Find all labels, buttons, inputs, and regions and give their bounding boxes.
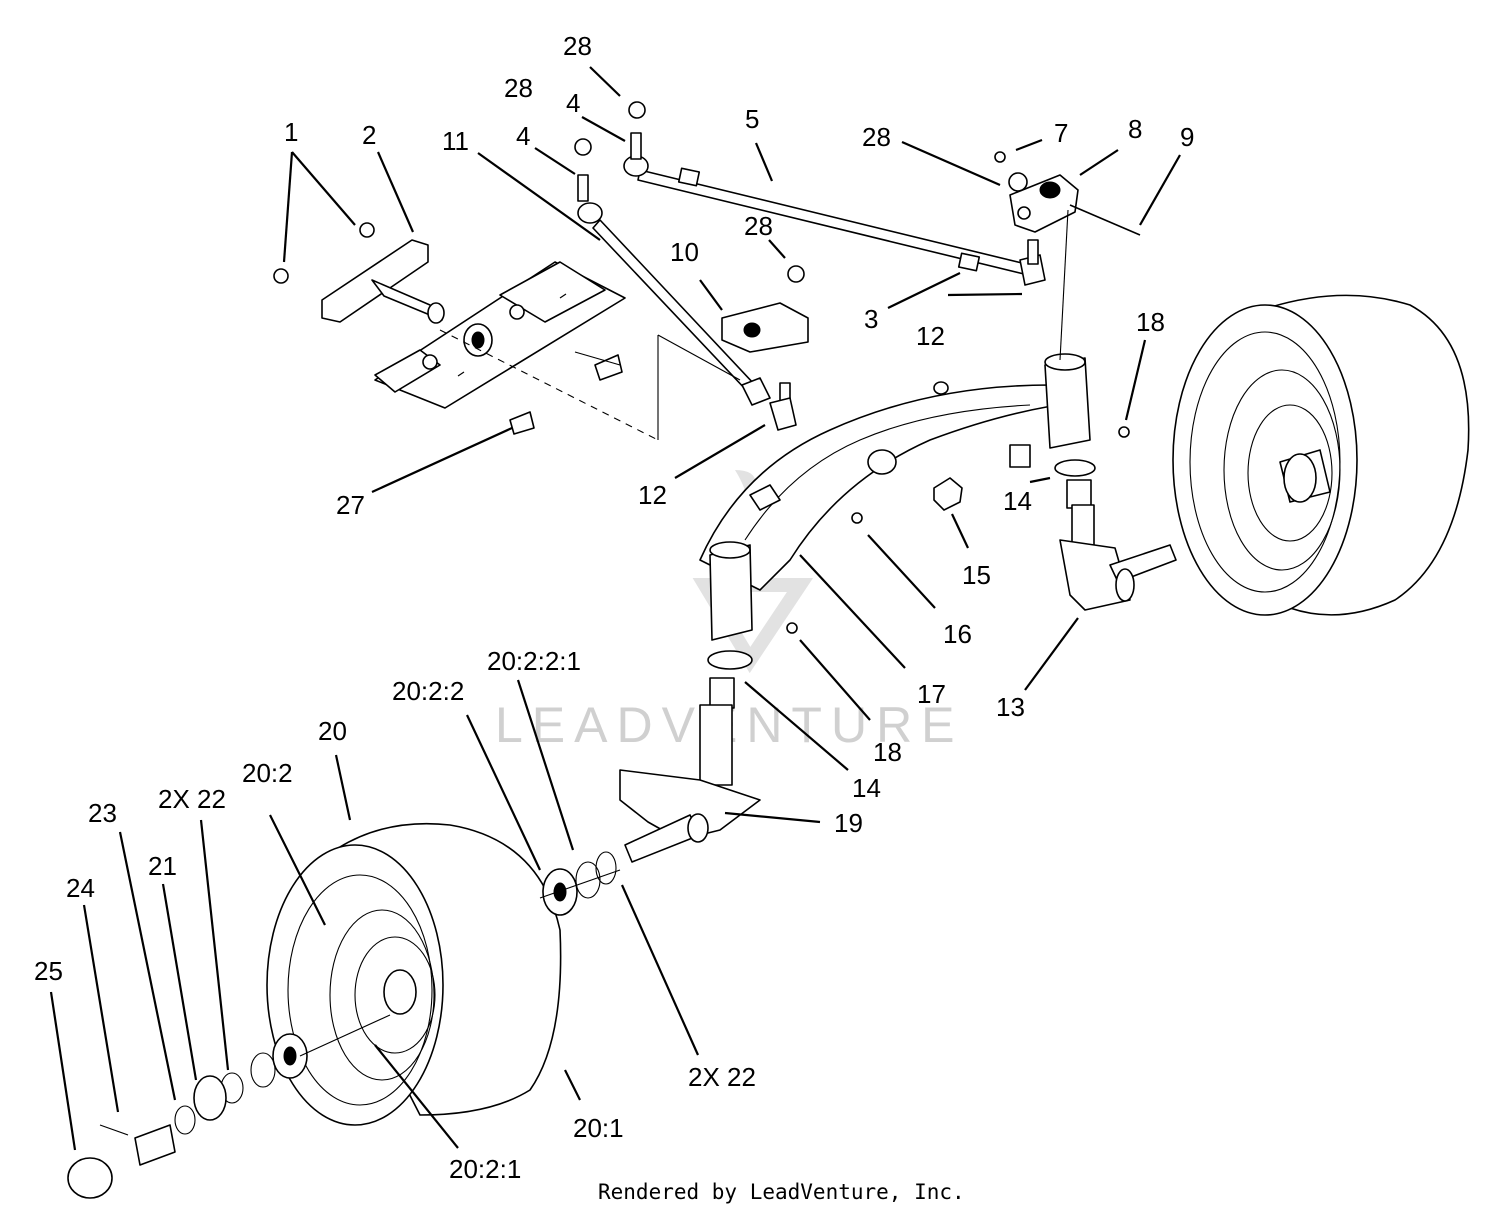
right-wheel [1172,294,1470,616]
callout-28d: 28 [862,122,891,152]
callout-21: 21 [148,851,177,881]
left-wheel [266,822,562,1126]
callout-28c: 28 [744,211,773,241]
callout-2: 2 [362,120,376,150]
callout-25: 25 [34,956,63,986]
callout-5: 5 [745,104,759,134]
steering-arm [721,302,809,353]
callout-27: 27 [336,490,365,520]
callout-11: 11 [442,126,469,156]
callout-19: 19 [834,808,863,838]
callout-17: 17 [917,679,946,709]
right-spindle [1044,353,1177,611]
callout-4a: 4 [516,121,530,151]
callout-20-2-2: 20:2:2 [392,676,464,706]
callout-16: 16 [943,619,972,649]
spindle-bearing-stack [542,851,617,916]
callout-28b: 28 [504,73,533,103]
tie-rods [577,132,1046,431]
callout-20-2-2-1: 20:2:2:1 [487,646,581,676]
callout-4b: 4 [566,88,580,118]
callout-24: 24 [66,873,95,903]
callout-3: 3 [864,304,878,334]
callout-20-1: 20:1 [573,1113,624,1143]
hardware [574,101,1130,634]
callout-9: 9 [1180,122,1194,152]
callout-15: 15 [962,560,991,590]
leader-lines [49,66,1181,1151]
callout-22a: 2X 22 [158,784,226,814]
mount-bracket [273,222,445,324]
callout-1: 1 [284,117,298,147]
callout-10: 10 [670,237,699,267]
pivot-plate [374,261,626,435]
callout-12a: 12 [638,480,667,510]
callout-14b: 14 [852,773,881,803]
centre-lines [299,209,1069,1057]
callout-28a: 28 [563,31,592,61]
credit-text: Rendered by LeadVenture, Inc. [598,1180,965,1204]
callout-7: 7 [1054,118,1068,148]
callout-20-2: 20:2 [242,758,293,788]
callout-14a: 14 [1003,486,1032,516]
callout-20: 20 [318,716,347,746]
callout-18b: 18 [873,737,902,767]
callout-23: 23 [88,798,117,828]
callout-13: 13 [996,692,1025,722]
callout-8: 8 [1128,114,1142,144]
callout-12b: 12 [916,321,945,351]
right-steering-arm [1009,174,1141,265]
callout-22b: 2X 22 [688,1062,756,1092]
hub-stack [67,1033,308,1199]
callout-18a: 18 [1136,307,1165,337]
callout-20-2-1: 20:2:1 [449,1154,521,1184]
callout-labels: 1 2 3 4 4 5 7 8 9 10 11 12 12 13 14 14 1… [34,31,1194,1184]
left-spindle [619,541,761,863]
